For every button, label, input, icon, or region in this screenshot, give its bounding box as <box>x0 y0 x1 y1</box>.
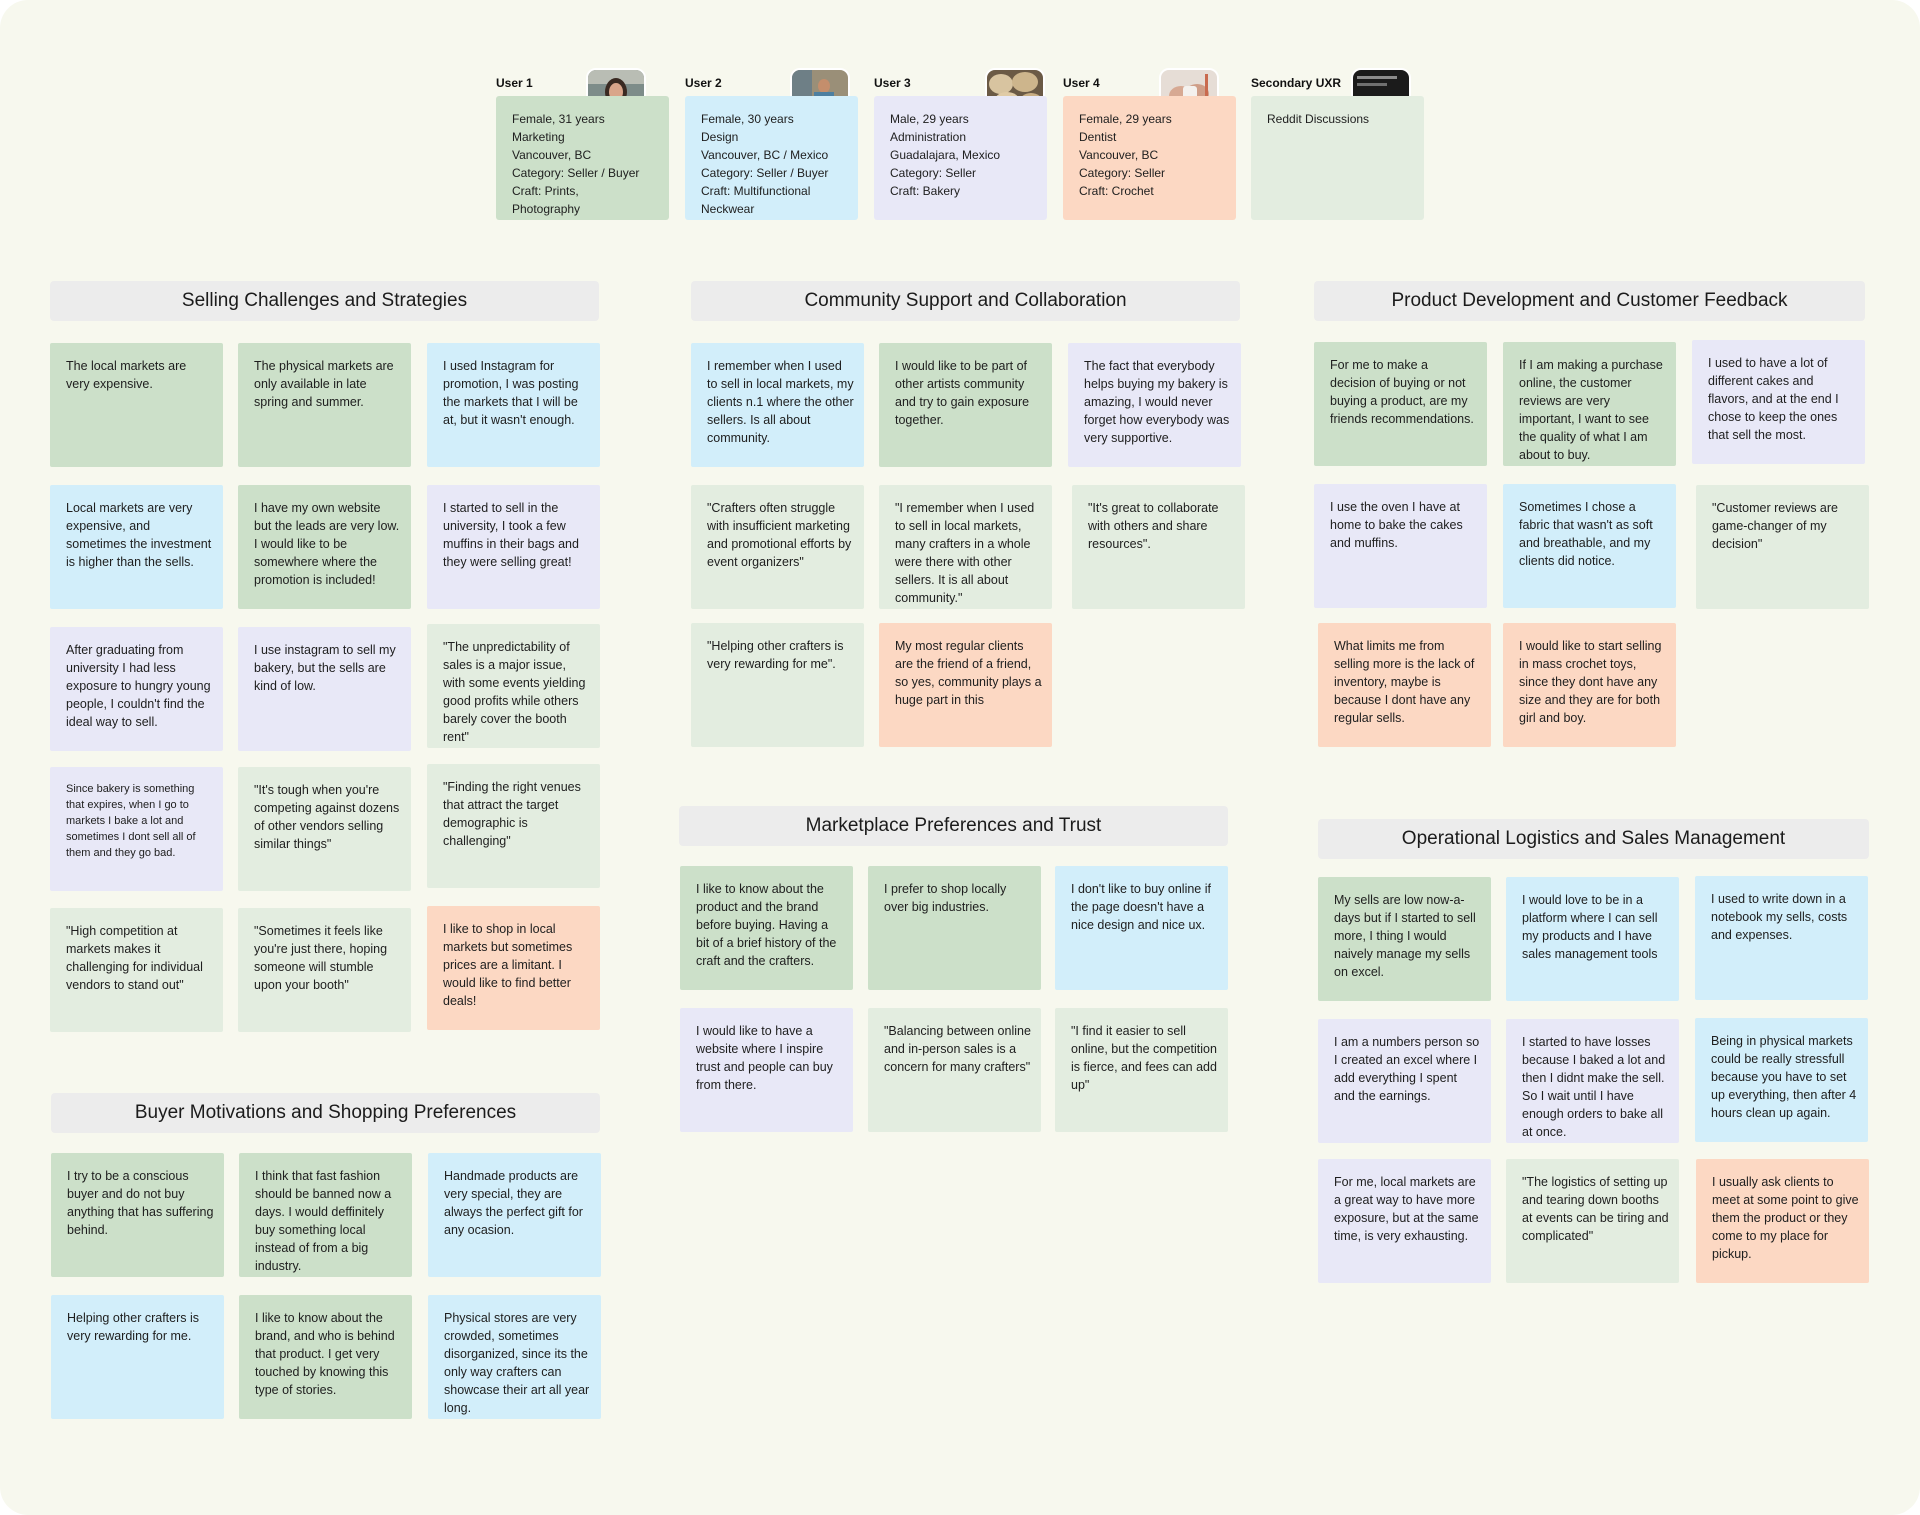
user-label: Secondary UXR <box>1251 76 1342 90</box>
user-detail: Reddit Discussions <box>1267 112 1370 126</box>
sticky-note: I am a numbers person so I created an ex… <box>1318 1019 1491 1143</box>
user-detail: Administration <box>890 130 967 144</box>
user-detail: Category: Seller <box>890 166 977 180</box>
section-title: Community Support and Collaboration <box>691 281 1240 321</box>
sticky-note: I prefer to shop locally over big indust… <box>868 866 1041 990</box>
sticky-note: "Sometimes it feels like you're just the… <box>238 908 411 1032</box>
sticky-note: "It's great to collaborate with others a… <box>1072 485 1245 609</box>
user-detail: Craft: Multifunctional <box>701 184 811 198</box>
sticky-note: I would like to be part of other artists… <box>879 343 1052 467</box>
user-detail: Vancouver, BC <box>1079 148 1159 162</box>
section-title: Operational Logistics and Sales Manageme… <box>1318 819 1869 859</box>
user-detail: Vancouver, BC <box>512 148 592 162</box>
sticky-note: I started to have losses because I baked… <box>1506 1019 1679 1143</box>
user-detail: Vancouver, BC / Mexico <box>701 148 829 162</box>
sticky-note: What limits me from selling more is the … <box>1318 623 1491 747</box>
sticky-note: I used to have a lot of different cakes … <box>1692 340 1865 464</box>
sticky-note: My most regular clients are the friend o… <box>879 623 1052 747</box>
sticky-note: After graduating from university I had l… <box>50 627 223 751</box>
section-title: Marketplace Preferences and Trust <box>679 806 1228 846</box>
sticky-note: "I remember when I used to sell in local… <box>879 485 1052 609</box>
sticky-note: The local markets are very expensive. <box>50 343 223 467</box>
sticky-note: I like to know about the product and the… <box>680 866 853 990</box>
sticky-note: "The unpredictability of sales is a majo… <box>427 624 600 748</box>
user-detail: Craft: Crochet <box>1079 184 1154 198</box>
user-detail: Guadalajara, Mexico <box>890 148 1001 162</box>
user-detail: Female, 30 years <box>701 112 794 126</box>
user-detail: Female, 31 years <box>512 112 605 126</box>
user-4-card: Female, 29 years Dentist Vancouver, BC C… <box>1063 96 1236 220</box>
sticky-note: I started to sell in the university, I t… <box>427 485 600 609</box>
user-detail: Male, 29 years <box>890 112 969 126</box>
user-detail: Female, 29 years <box>1079 112 1172 126</box>
sticky-note: If I am making a purchase online, the cu… <box>1503 342 1676 466</box>
secondary-uxr-card: Reddit Discussions <box>1251 96 1424 220</box>
user-detail: Category: Seller / Buyer <box>512 166 640 180</box>
sticky-note: I use instagram to sell my bakery, but t… <box>238 627 411 751</box>
sticky-note: Helping other crafters is very rewarding… <box>51 1295 224 1419</box>
sticky-note: I like to know about the brand, and who … <box>239 1295 412 1419</box>
sticky-note: "Balancing between online and in-person … <box>868 1008 1041 1132</box>
sticky-note: "Finding the right venues that attract t… <box>427 764 600 888</box>
user-detail: Dentist <box>1079 130 1117 144</box>
sticky-note: "Helping other crafters is very rewardin… <box>691 623 864 747</box>
sticky-note: I use the oven I have at home to bake th… <box>1314 484 1487 608</box>
user-detail: Neckwear <box>701 202 755 216</box>
user-label: User 1 <box>496 76 533 90</box>
user-3-card: Male, 29 years Administration Guadalajar… <box>874 96 1047 220</box>
user-2-card: Female, 30 years Design Vancouver, BC / … <box>685 96 858 220</box>
sticky-note: The physical markets are only available … <box>238 343 411 467</box>
sticky-note: "Crafters often struggle with insufficie… <box>691 485 864 609</box>
sticky-note: I used to write down in a notebook my se… <box>1695 876 1868 1000</box>
sticky-note: I like to shop in local markets but some… <box>427 906 600 1030</box>
sticky-note: The fact that everybody helps buying my … <box>1068 343 1241 467</box>
sticky-note: I don't like to buy online if the page d… <box>1055 866 1228 990</box>
user-detail: Photography <box>512 202 581 216</box>
sticky-note: Physical stores are very crowded, someti… <box>428 1295 601 1419</box>
sticky-note: "High competition at markets makes it ch… <box>50 908 223 1032</box>
sticky-note: I used Instagram for promotion, I was po… <box>427 343 600 467</box>
sticky-note: "Customer reviews are game-changer of my… <box>1696 485 1869 609</box>
section-title: Selling Challenges and Strategies <box>50 281 599 321</box>
sticky-note: I would like to have a website where I i… <box>680 1008 853 1132</box>
sticky-note: For me, local markets are a great way to… <box>1318 1159 1491 1283</box>
section-title: Buyer Motivations and Shopping Preferenc… <box>51 1093 600 1133</box>
user-detail: Design <box>701 130 739 144</box>
sticky-note: Handmade products are very special, they… <box>428 1153 601 1277</box>
sticky-note: I would love to be in a platform where I… <box>1506 877 1679 1001</box>
sticky-note: I remember when I used to sell in local … <box>691 343 864 467</box>
sticky-note: I have my own website but the leads are … <box>238 485 411 609</box>
section-title: Product Development and Customer Feedbac… <box>1314 281 1865 321</box>
sticky-note: "I find it easier to sell online, but th… <box>1055 1008 1228 1132</box>
user-detail: Marketing <box>512 130 565 144</box>
sticky-note: For me to make a decision of buying or n… <box>1314 342 1487 466</box>
sticky-note: Sometimes I chose a fabric that wasn't a… <box>1503 484 1676 608</box>
sticky-note: I try to be a conscious buyer and do not… <box>51 1153 224 1277</box>
sticky-note: I would like to start selling in mass cr… <box>1503 623 1676 747</box>
sticky-note: Being in physical markets could be reall… <box>1695 1018 1868 1142</box>
sticky-note: I think that fast fashion should be bann… <box>239 1153 412 1277</box>
sticky-note: "It's tough when you're competing agains… <box>238 767 411 891</box>
user-detail: Category: Seller / Buyer <box>701 166 829 180</box>
sticky-note: Since bakery is something that expires, … <box>50 767 223 891</box>
user-label: User 4 <box>1063 76 1100 90</box>
sticky-note: I usually ask clients to meet at some po… <box>1696 1159 1869 1283</box>
sticky-note: "The logistics of setting up and tearing… <box>1506 1159 1679 1283</box>
user-detail: Category: Seller <box>1079 166 1166 180</box>
user-label: User 3 <box>874 76 911 90</box>
sticky-note: Local markets are very expensive, and so… <box>50 485 223 609</box>
user-1-card: Female, 31 years Marketing Vancouver, BC… <box>496 96 669 220</box>
user-detail: Craft: Prints, <box>512 184 579 198</box>
user-label: User 2 <box>685 76 722 90</box>
user-detail: Craft: Bakery <box>890 184 961 198</box>
sticky-note: My sells are low now-a-days but if I sta… <box>1318 877 1491 1001</box>
